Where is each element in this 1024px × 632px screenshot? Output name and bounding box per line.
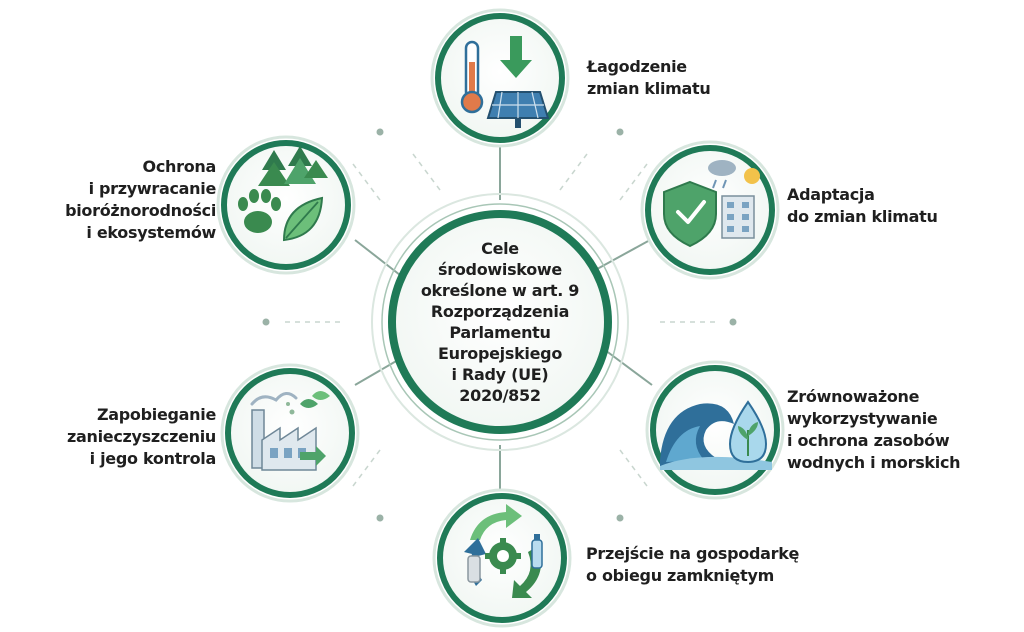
goal-node-biodiversity (216, 135, 356, 275)
goal-node-climate-adaptation (640, 140, 780, 280)
forest-paw-leaf-icon (238, 146, 328, 242)
center-title: Cele środowiskowe określone w art. 9 Roz… (420, 239, 580, 405)
goal-label-biodiversity: Ochrona i przywracanie bioróżnorodności … (65, 157, 216, 242)
goal-label-pollution-prevention: Zapobieganie zanieczyszczeniu i jego kon… (66, 405, 216, 468)
goal-node-circular-economy (432, 488, 572, 628)
goal-node-pollution-prevention (220, 363, 360, 503)
goal-label-climate-mitigation: Łagodzenie zmian klimatu (587, 57, 711, 98)
shield-building-icon (663, 160, 760, 248)
decorative-dots (262, 128, 737, 522)
goal-node-climate-mitigation (430, 8, 570, 148)
paw-print-icon (238, 189, 281, 233)
goal-label-climate-adaptation: Adaptacja do zmian klimatu (787, 185, 938, 226)
goal-node-water-resources (645, 360, 785, 500)
connector-top-left (354, 239, 401, 276)
wave-water-drop-icon (660, 400, 772, 470)
decorative-rays (280, 149, 720, 491)
center-node (371, 193, 629, 451)
connector-bottom-left (354, 359, 399, 386)
connector-bottom-right (604, 349, 653, 386)
connector-top-right (587, 239, 651, 275)
thermometer-solar-panel-icon (460, 36, 550, 128)
goal-label-circular-economy: Przejście na gospodarkę o obiegu zamknię… (586, 544, 800, 585)
goal-label-water-resources: Zrównoważone wykorzystywanie i ochrona z… (787, 387, 961, 472)
recycling-cycle-icon (464, 504, 543, 598)
factory-icon (250, 391, 330, 471)
